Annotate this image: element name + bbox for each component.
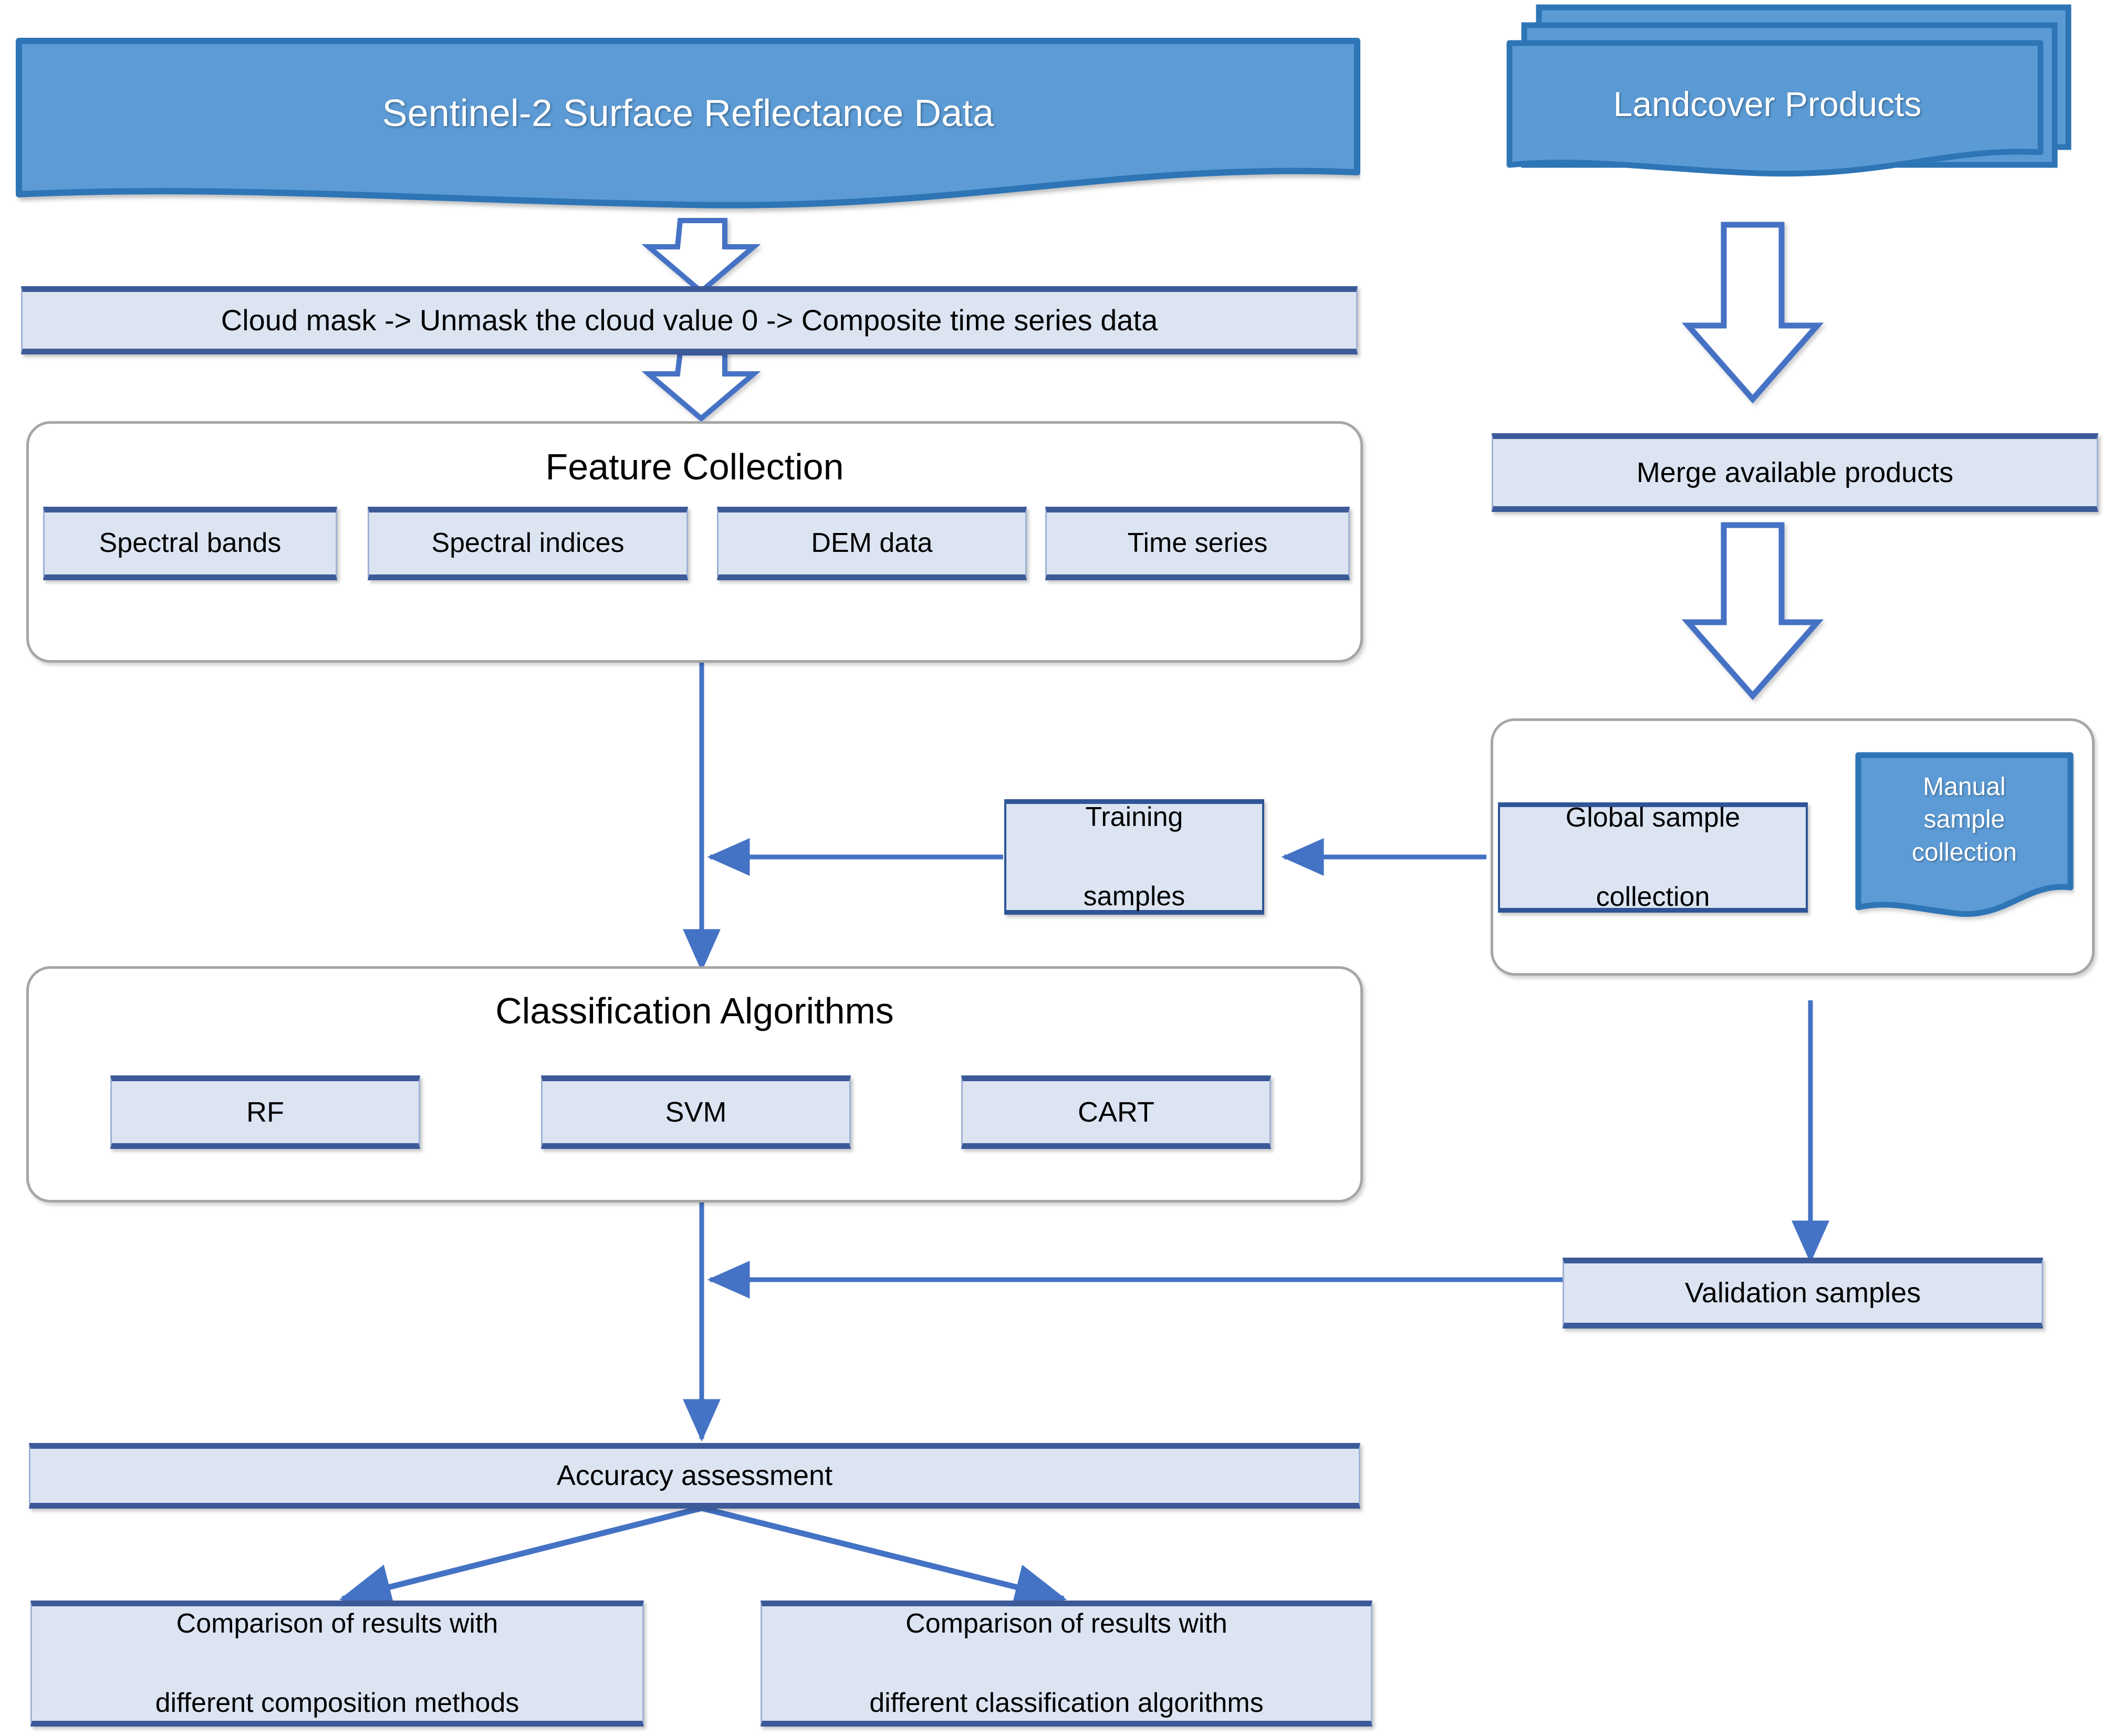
feature-item-dem-data[interactable]: DEM data — [717, 507, 1027, 580]
feature-item-spectral-indices[interactable]: Spectral indices — [368, 507, 688, 580]
feature-item-label: Spectral bands — [99, 528, 282, 559]
comparison-composition-line-1: Comparison of results with — [176, 1608, 498, 1639]
validation-samples-box[interactable]: Validation samples — [1563, 1258, 2043, 1329]
global-sample-collection-box[interactable]: Global sample collection — [1498, 802, 1808, 913]
training-samples-line-2: samples — [1083, 881, 1185, 912]
training-samples-line-1: Training — [1085, 801, 1183, 832]
comparison-composition-box[interactable]: Comparison of results with different com… — [30, 1601, 644, 1727]
training-samples-box[interactable]: Training samples — [1004, 799, 1264, 915]
classification-item-svm[interactable]: SVM — [541, 1075, 851, 1149]
classification-item-label: RF — [246, 1096, 284, 1128]
feature-item-label: Spectral indices — [431, 528, 624, 559]
global-sample-collection-label: Global sample collection — [1551, 798, 1755, 917]
preprocess-box[interactable]: Cloud mask -> Unmask the cloud value 0 -… — [21, 286, 1358, 354]
block-arrow-merge-to-samples — [1681, 522, 1824, 700]
comparison-algorithms-box[interactable]: Comparison of results with different cla… — [761, 1601, 1372, 1727]
wave-shape-svg — [16, 38, 1360, 208]
accuracy-assessment-box[interactable]: Accuracy assessment — [29, 1443, 1360, 1509]
accuracy-assessment-label: Accuracy assessment — [556, 1460, 833, 1492]
classification-algorithms-title: Classification Algorithms — [495, 990, 894, 1031]
preprocess-label: Cloud mask -> Unmask the cloud value 0 -… — [221, 304, 1158, 337]
feature-item-label: Time series — [1127, 528, 1268, 559]
training-samples-label: Training samples — [1069, 798, 1200, 916]
block-arrow-landcover-to-merge — [1681, 222, 1824, 404]
comparison-composition-line-2: different composition methods — [155, 1687, 519, 1718]
global-sample-line-2: collection — [1596, 881, 1710, 912]
classification-item-label: CART — [1077, 1096, 1155, 1128]
comparison-algorithms-line-2: different classification algorithms — [869, 1687, 1264, 1718]
block-arrow-sentinel-to-preprocess — [641, 218, 761, 295]
connector-accuracy-to-composition — [339, 1505, 703, 1610]
feature-item-label: DEM data — [811, 528, 933, 559]
classification-item-cart[interactable]: CART — [961, 1075, 1271, 1149]
landcover-products-shape[interactable]: Landcover Products — [1486, 4, 2101, 209]
feature-item-spectral-bands[interactable]: Spectral bands — [43, 507, 337, 580]
feature-collection-title: Feature Collection — [545, 446, 844, 487]
classification-item-label: SVM — [665, 1096, 727, 1128]
comparison-algorithms-label: Comparison of results with different cla… — [855, 1604, 1278, 1723]
comparison-composition-label: Comparison of results with different com… — [141, 1604, 534, 1723]
classification-item-rf[interactable]: RF — [110, 1075, 420, 1149]
wave-shape-svg — [1855, 752, 2074, 917]
block-arrow-preprocess-to-features — [641, 350, 761, 422]
global-sample-line-1: Global sample — [1565, 802, 1741, 833]
stacked-document-shape-svg — [1506, 4, 2071, 177]
manual-sample-collection-shape[interactable]: Manual sample collection — [1854, 752, 2075, 925]
merge-products-label: Merge available products — [1636, 456, 1954, 488]
feature-item-time-series[interactable]: Time series — [1045, 507, 1350, 580]
connector-accuracy-to-algorithms — [701, 1505, 1067, 1610]
sentinel-data-shape[interactable]: Sentinel-2 Surface Reflectance Data — [16, 37, 1360, 210]
validation-samples-label: Validation samples — [1684, 1277, 1921, 1309]
comparison-algorithms-line-1: Comparison of results with — [905, 1608, 1227, 1639]
merge-products-box[interactable]: Merge available products — [1492, 433, 2098, 512]
